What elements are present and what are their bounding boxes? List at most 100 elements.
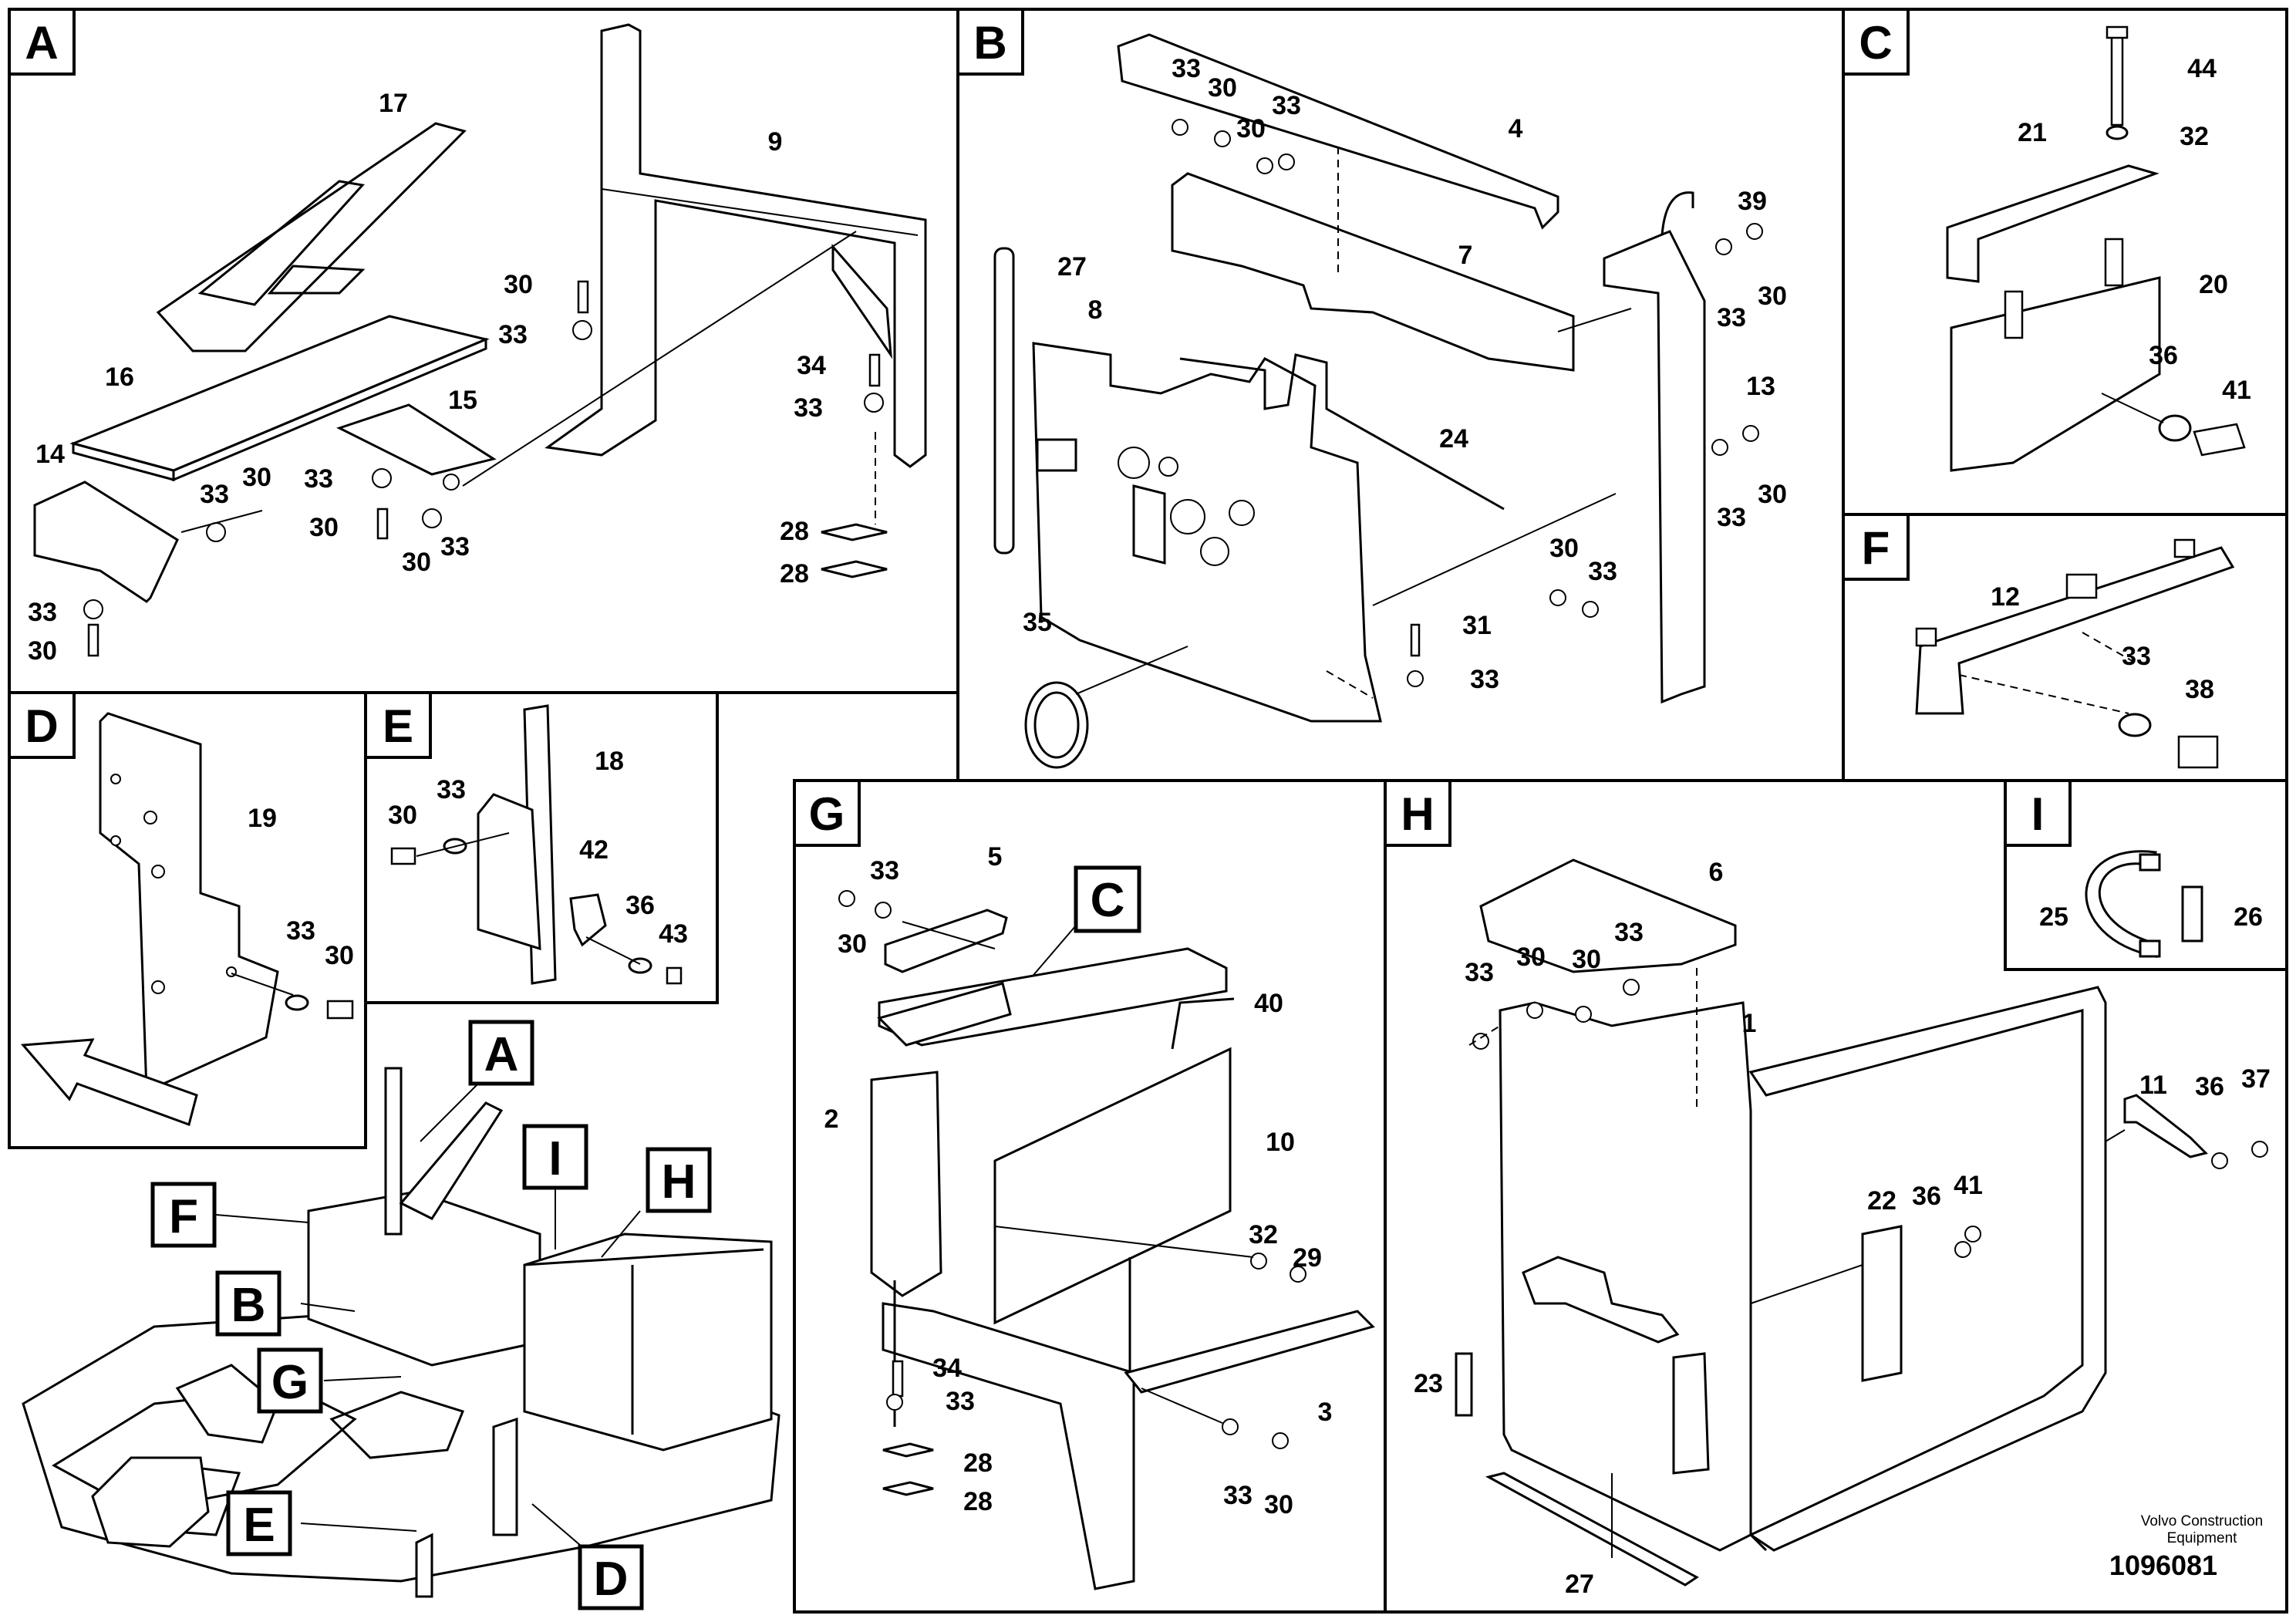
part-number-label: 17 [379, 89, 408, 118]
part-number-label: 33 [946, 1387, 975, 1416]
panel-letter-label: F [1862, 522, 1890, 574]
part-number-label: 33 [1717, 303, 1746, 332]
part-number-label: 36 [2195, 1072, 2224, 1101]
panel-h-tag: H [1384, 779, 1451, 847]
panel-f-tag: F [1842, 513, 1910, 581]
part-number-label: 24 [1439, 424, 1468, 454]
overview-cab-frame [523, 1233, 773, 1452]
part-22-pad [1861, 1225, 1903, 1382]
part-number-label: 30 [388, 801, 417, 830]
panel-d-tag: D [8, 691, 76, 759]
part-26-insert [2181, 885, 2203, 943]
part-5-bracket [884, 909, 1008, 973]
overview-leaders [215, 1060, 641, 1551]
part-number-label: 43 [659, 919, 688, 949]
part-number-label: 30 [325, 941, 354, 970]
panel-letter-label: D [594, 1553, 629, 1606]
overview-lower-post [415, 1533, 433, 1598]
footer-drawing-number: 1096081 [2109, 1549, 2217, 1581]
part-number-label: 8 [1088, 295, 1103, 325]
overview-boom-lug [91, 1456, 210, 1548]
part-number-label: 29 [1293, 1243, 1322, 1273]
overview-callout-b: B [215, 1270, 282, 1337]
panel-i-frame [2004, 779, 2288, 971]
part-number-label: 7 [1458, 241, 1473, 270]
part-number-label: 33 [2122, 642, 2151, 671]
part-28-g-upper [882, 1442, 934, 1458]
part-20-block [1950, 276, 2161, 472]
part-1-panel [1499, 1001, 1752, 1552]
part-number-label: 11 [2139, 1071, 2167, 1100]
detail-callout-c [1074, 865, 1141, 933]
part-number-label: 41 [2222, 376, 2251, 405]
panel-letter-label: E [383, 700, 413, 752]
footer-company-line1: Volvo Construction [2141, 1513, 2263, 1529]
part-12-bracket [1915, 546, 2235, 715]
panel-letter-label: H [662, 1155, 696, 1209]
direction-arrow-icon [20, 1038, 198, 1126]
overview-callout-g: G [257, 1347, 323, 1414]
part-number-label: 33 [286, 916, 315, 946]
part-number-label: 20 [2199, 270, 2228, 299]
part-number-label: 13 [1746, 372, 1775, 401]
part-number-label: 33 [1614, 918, 1644, 947]
part-7-plate [1171, 172, 1575, 372]
part-38-bolt [2177, 735, 2219, 769]
part-number-label: 30 [1264, 1490, 1293, 1519]
part-number-label: 27 [1565, 1570, 1594, 1599]
panel-d-drawing [20, 712, 354, 1126]
footer-company-line2: Equipment [2167, 1530, 2238, 1546]
part-g-lower-frame [882, 1302, 1135, 1590]
part-number-label: 33 [1272, 91, 1301, 120]
panel-letter-label: A [484, 1028, 519, 1081]
overview-callout-a: A [468, 1020, 534, 1086]
part-11-strap [2123, 1094, 2208, 1158]
panel-letter-label: H [1401, 788, 1434, 840]
part-number-label: 2 [824, 1104, 839, 1134]
part-number-label: 33 [304, 464, 333, 494]
part-17-bracket [156, 122, 467, 352]
part-44-bolt [2110, 31, 2124, 126]
part-14-bracket [33, 481, 179, 603]
part-number-label: 33 [1172, 54, 1201, 83]
part-number-label: 28 [963, 1487, 993, 1516]
panel-h-frame [1384, 779, 2288, 1614]
part-33-washer [2118, 713, 2152, 737]
part-number-label: 30 [1758, 282, 1787, 311]
part-13-post [1603, 230, 1706, 704]
part-number-label: 1 [1742, 1009, 1757, 1038]
part-number-label: 6 [1709, 858, 1724, 887]
panel-e-drawing [390, 704, 683, 985]
part-number-label: 30 [1208, 73, 1237, 103]
panel-letter-label: G [271, 1356, 308, 1409]
part-number-label: 33 [1470, 665, 1499, 694]
part-number-label: 36 [1912, 1182, 1941, 1211]
part-10-plate [993, 1047, 1232, 1325]
panel-e-frame [364, 691, 719, 1004]
part-42-clip [569, 893, 607, 947]
part-32-washer [2106, 125, 2129, 140]
part-number-label: 28 [780, 559, 809, 588]
part-2-post [870, 1071, 942, 1297]
part-number-label: 33 [1717, 503, 1746, 532]
panel-a-drawing [33, 23, 927, 657]
part-number-label: 21 [2018, 118, 2047, 147]
part-28-g-lower [882, 1481, 934, 1496]
part-number-label: 33 [1465, 958, 1494, 987]
part-number-label: 34 [797, 351, 826, 380]
part-3-beam [1124, 1310, 1375, 1394]
part-27-seal [1485, 1472, 1699, 1587]
part-6-cover [1479, 858, 1737, 973]
panel-letter-label: I [2031, 788, 2045, 840]
part-number-label: 33 [498, 320, 528, 349]
panel-b-drawing [993, 33, 1763, 769]
part-number-label: 40 [1254, 989, 1283, 1018]
panel-letter-label: D [25, 700, 58, 752]
part-number-label: 32 [2180, 122, 2209, 151]
part-number-label: 30 [28, 636, 57, 666]
part-39-clip [1660, 191, 1694, 236]
panel-b-tag: B [956, 8, 1024, 76]
part-number-label: 18 [595, 747, 624, 776]
part-number-label: 44 [2187, 54, 2217, 83]
